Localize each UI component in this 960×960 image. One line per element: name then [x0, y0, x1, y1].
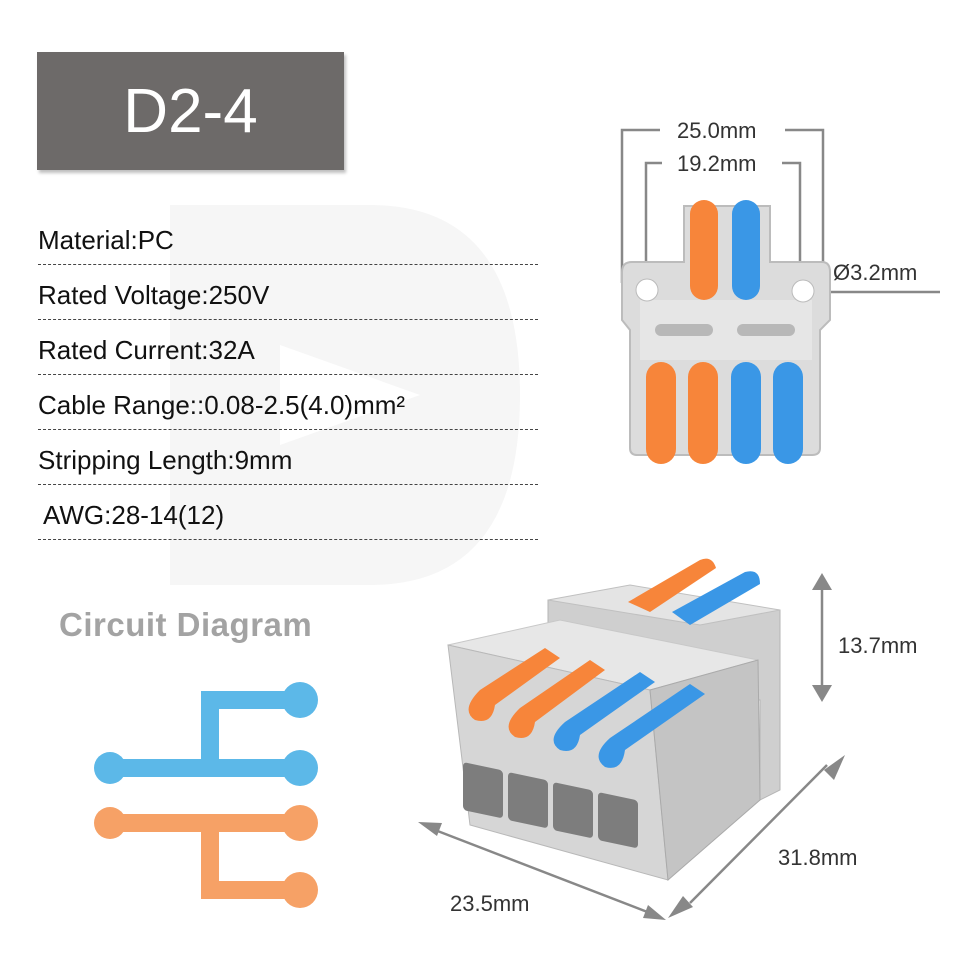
spec-list: Material:PC Rated Voltage:250V Rated Cur…	[38, 220, 538, 540]
spec-rated-current: Rated Current:32A	[38, 320, 538, 375]
circuit-diagram-title: Circuit Diagram	[59, 606, 313, 643]
dim-width: 23.5mm	[450, 891, 530, 916]
spec-stripping-length: Stripping Length:9mm	[38, 430, 538, 485]
circuit-orange-line	[101, 814, 309, 899]
model-title: D2-4	[37, 52, 344, 170]
dim-hole-diameter: Ø3.2mm	[833, 260, 918, 285]
circuit-blue-line	[101, 691, 309, 777]
dim-inner-width: 19.2mm	[677, 151, 757, 176]
spec-material: Material:PC	[38, 220, 538, 265]
watermark-logo	[170, 205, 520, 585]
dim-outer-width: 25.0mm	[677, 118, 757, 143]
spec-rated-voltage: Rated Voltage:250V	[38, 265, 538, 320]
spec-cable-range: Cable Range::0.08-2.5(4.0)mm²	[38, 375, 538, 430]
spec-awg: AWG:28-14(12)	[38, 485, 538, 540]
dim-length: 31.8mm	[778, 845, 858, 870]
dim-height: 13.7mm	[838, 633, 918, 658]
